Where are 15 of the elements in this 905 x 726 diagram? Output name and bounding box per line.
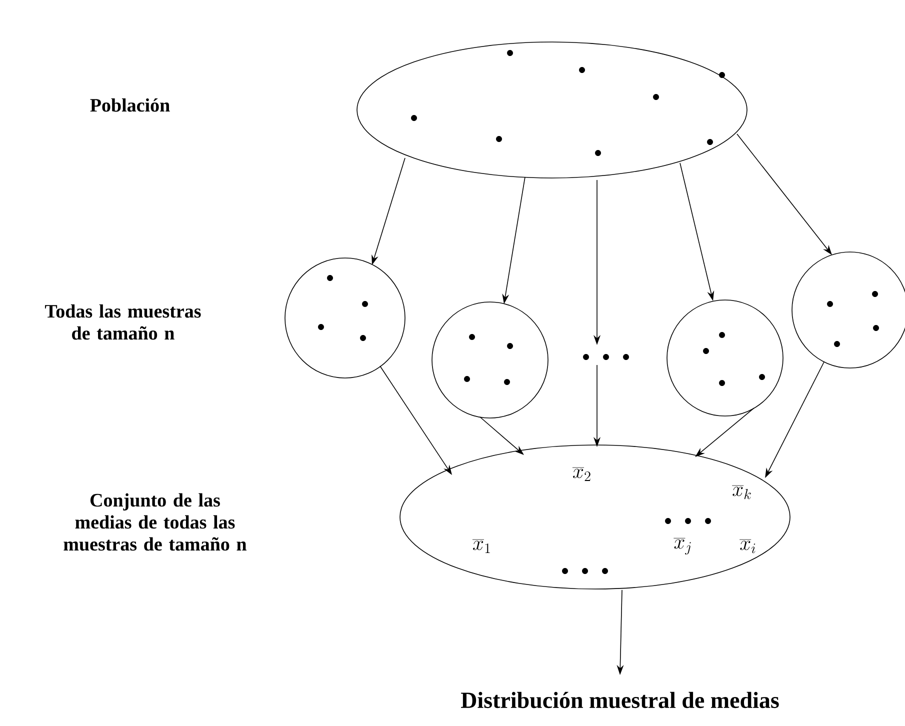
- mean-symbol: $\overline{x}_k$: [732, 486, 751, 500]
- row-label: Población: [90, 98, 170, 112]
- sample-circle: [432, 302, 548, 418]
- title-text: Distribución muestral de medias: [461, 692, 779, 708]
- ellipsis-dots: [583, 354, 629, 360]
- sample-circle: [284, 258, 406, 378]
- sample-circle: [792, 252, 905, 368]
- row-label: Conjunto de las medias de todas las muestras de tamaño n: [64, 493, 247, 551]
- row-label: Todas las muestras de tamaño n: [45, 304, 201, 340]
- mean-symbol: $\overline{x}_1$: [472, 540, 490, 554]
- mean-symbol: $\overline{x}_i$: [740, 540, 756, 554]
- mean-symbol: $\overline{x}_2$: [572, 468, 590, 482]
- ellipse: [356, 42, 748, 178]
- sample-circle: [666, 300, 784, 416]
- mean-symbol: $\overline{x}_j$: [674, 538, 691, 555]
